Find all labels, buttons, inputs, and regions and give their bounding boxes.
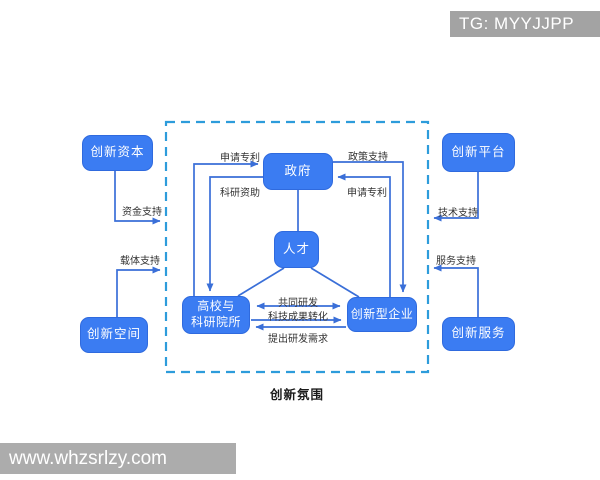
edge-research-funding: [206, 176, 263, 292]
site-watermark: www.whzsrlzy.com: [0, 443, 236, 474]
node-innovative-enterprise: 创新型企业: [347, 297, 417, 332]
label-service-support: 服务支持: [436, 256, 476, 267]
edge-policy-support: [333, 161, 407, 293]
label-tech-support: 技术支持: [438, 208, 478, 219]
node-innovation-platform: 创新平台: [442, 133, 515, 172]
node-university-institutes: 高校与 科研院所: [182, 296, 250, 334]
node-university-line1: 高校与: [197, 299, 235, 314]
edge-talent-university: [237, 267, 285, 297]
label-carrier-support: 载体支持: [120, 256, 160, 267]
edge-tech-support: [433, 172, 479, 222]
edge-apply-patent-right: [337, 173, 391, 297]
label-joint-rd: 共同研发: [278, 298, 318, 309]
zone-label-innovation-atmosphere: 创新氛围: [269, 388, 324, 402]
label-funding-support: 资金支持: [122, 207, 162, 218]
node-innovation-space: 创新空间: [80, 317, 148, 353]
label-achievement-transform: 科技成果转化: [268, 312, 328, 323]
edge-carrier-support: [116, 266, 161, 317]
node-innovation-service: 创新服务: [442, 317, 515, 351]
label-policy-support: 政策支持: [348, 152, 388, 163]
node-talent: 人才: [274, 231, 319, 268]
edge-talent-enterprise: [310, 267, 360, 298]
label-apply-patent-left: 申请专利: [220, 153, 260, 164]
label-rd-demand: 提出研发需求: [268, 334, 328, 345]
edge-funding-support: [114, 171, 161, 225]
node-university-line2: 科研院所: [190, 315, 241, 329]
node-government: 政府: [263, 153, 333, 190]
node-innovation-capital: 创新资本: [82, 135, 153, 171]
edge-apply-patent-left: [193, 160, 259, 296]
tg-watermark-badge: TG: MYYJJPP: [450, 11, 600, 37]
edge-service-support: [433, 264, 479, 317]
label-research-funding: 科研资助: [220, 188, 260, 199]
label-apply-patent-right: 申请专利: [347, 188, 387, 199]
